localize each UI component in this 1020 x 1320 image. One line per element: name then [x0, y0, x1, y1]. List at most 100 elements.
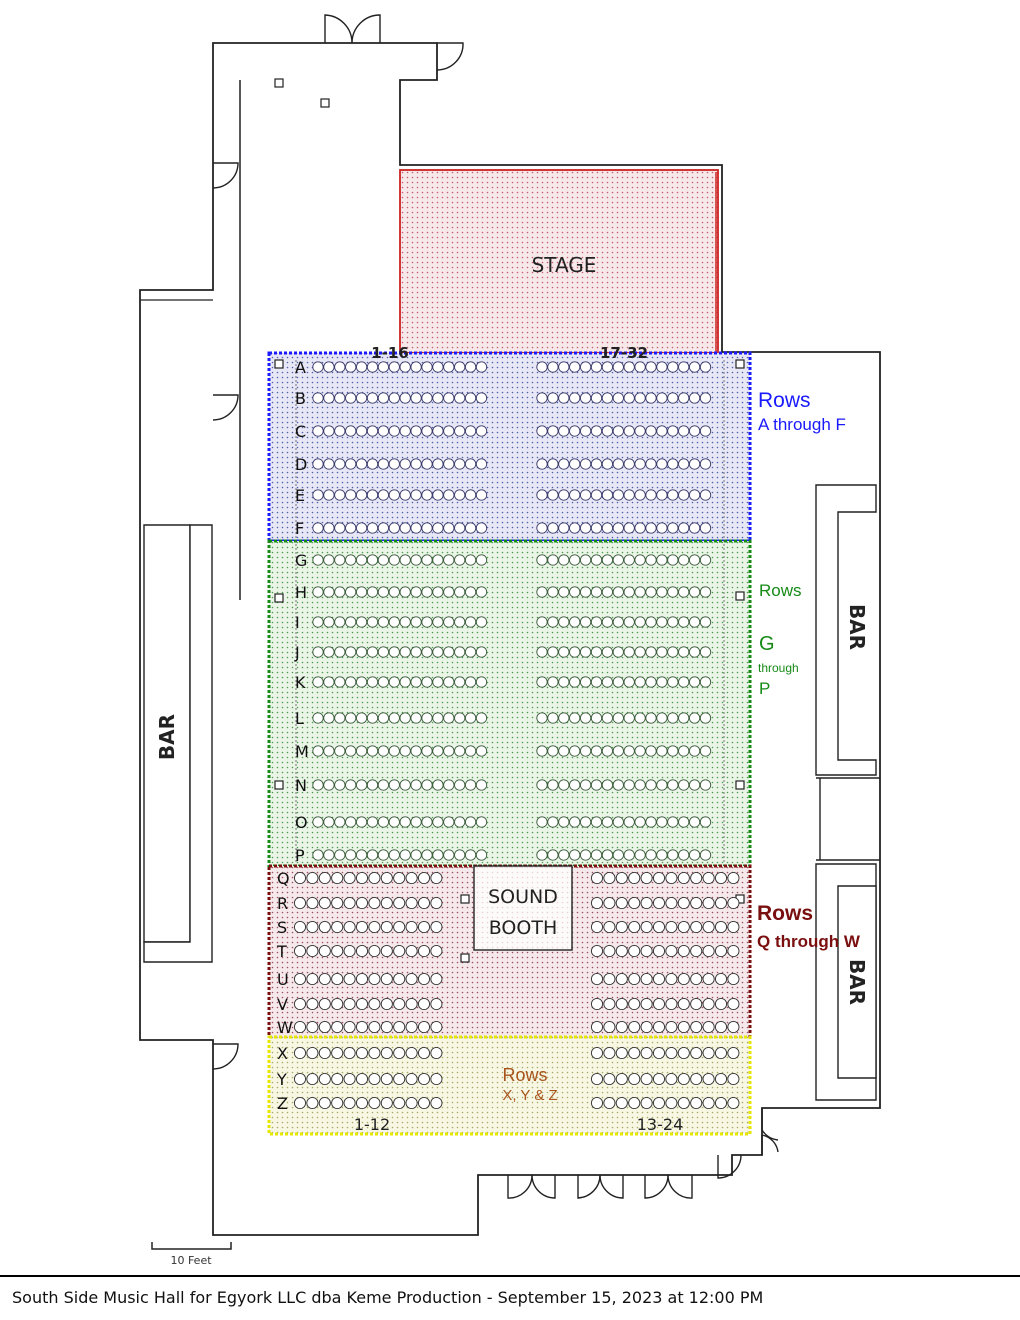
- seat[interactable]: [640, 1072, 653, 1086]
- seat[interactable]: [727, 1072, 740, 1086]
- seat[interactable]: [417, 1072, 431, 1086]
- seat[interactable]: [667, 586, 679, 598]
- seat[interactable]: [590, 676, 603, 688]
- seat[interactable]: [430, 1096, 443, 1110]
- seat[interactable]: [688, 458, 701, 470]
- seat[interactable]: [475, 586, 488, 598]
- seat[interactable]: [368, 944, 381, 958]
- seat[interactable]: [612, 816, 624, 828]
- seat[interactable]: [421, 816, 433, 828]
- seat[interactable]: [645, 745, 657, 757]
- seat[interactable]: [393, 997, 406, 1011]
- seat[interactable]: [410, 712, 422, 724]
- seat[interactable]: [410, 849, 422, 861]
- seat[interactable]: [634, 745, 646, 757]
- seat[interactable]: [432, 779, 444, 791]
- seat[interactable]: [355, 745, 368, 757]
- seat[interactable]: [318, 944, 331, 958]
- seat[interactable]: [323, 616, 335, 628]
- seat[interactable]: [569, 616, 581, 628]
- seat[interactable]: [417, 896, 431, 910]
- seat[interactable]: [634, 712, 646, 724]
- seat[interactable]: [678, 676, 690, 688]
- seat[interactable]: [688, 676, 701, 688]
- seat[interactable]: [688, 554, 701, 566]
- seat[interactable]: [323, 458, 335, 470]
- seat[interactable]: [645, 676, 657, 688]
- seat[interactable]: [410, 586, 422, 598]
- seat[interactable]: [399, 849, 411, 861]
- seat[interactable]: [432, 646, 444, 658]
- seat[interactable]: [366, 779, 379, 791]
- seat[interactable]: [690, 1046, 703, 1060]
- seat[interactable]: [690, 944, 703, 958]
- seat[interactable]: [464, 392, 477, 404]
- seat[interactable]: [699, 712, 712, 724]
- seat[interactable]: [331, 1020, 344, 1034]
- seat[interactable]: [590, 489, 603, 501]
- seat[interactable]: [355, 1096, 369, 1110]
- seat[interactable]: [699, 425, 712, 437]
- seat[interactable]: [355, 522, 368, 534]
- seat[interactable]: [405, 920, 418, 934]
- seat[interactable]: [405, 944, 418, 958]
- seat[interactable]: [306, 1096, 319, 1110]
- seat[interactable]: [410, 646, 422, 658]
- seat[interactable]: [634, 522, 646, 534]
- seat[interactable]: [547, 712, 559, 724]
- seat[interactable]: [454, 489, 466, 501]
- seat[interactable]: [634, 616, 646, 628]
- seat[interactable]: [690, 1072, 703, 1086]
- seat[interactable]: [628, 1046, 641, 1060]
- seat[interactable]: [558, 425, 570, 437]
- seat[interactable]: [558, 361, 570, 373]
- seat[interactable]: [388, 816, 400, 828]
- seat[interactable]: [432, 489, 444, 501]
- seat[interactable]: [475, 489, 488, 501]
- seat[interactable]: [536, 392, 548, 404]
- seat[interactable]: [590, 616, 603, 628]
- seat[interactable]: [640, 1046, 653, 1060]
- seat[interactable]: [623, 712, 635, 724]
- seat[interactable]: [355, 489, 368, 501]
- seat[interactable]: [366, 392, 379, 404]
- seat[interactable]: [590, 779, 603, 791]
- seat[interactable]: [475, 554, 488, 566]
- seat[interactable]: [628, 896, 641, 910]
- seat[interactable]: [421, 458, 433, 470]
- seat[interactable]: [590, 361, 603, 373]
- seat[interactable]: [665, 997, 678, 1011]
- seat[interactable]: [430, 1046, 443, 1060]
- seat[interactable]: [612, 745, 624, 757]
- seat[interactable]: [601, 712, 614, 724]
- seat[interactable]: [536, 522, 548, 534]
- seat[interactable]: [318, 871, 331, 885]
- seat[interactable]: [727, 1020, 740, 1034]
- seat[interactable]: [343, 896, 356, 910]
- seat[interactable]: [432, 676, 444, 688]
- seat[interactable]: [690, 920, 703, 934]
- seat[interactable]: [443, 676, 455, 688]
- seat[interactable]: [366, 586, 379, 598]
- seat[interactable]: [702, 972, 715, 986]
- seat[interactable]: [667, 489, 679, 501]
- seat[interactable]: [547, 816, 559, 828]
- seat[interactable]: [366, 745, 379, 757]
- seat[interactable]: [464, 425, 477, 437]
- seat[interactable]: [454, 522, 466, 534]
- seat[interactable]: [601, 458, 614, 470]
- seat[interactable]: [410, 676, 422, 688]
- seat[interactable]: [432, 554, 444, 566]
- seat[interactable]: [454, 425, 466, 437]
- seat[interactable]: [677, 1020, 690, 1034]
- seat[interactable]: [558, 849, 570, 861]
- seat[interactable]: [601, 745, 614, 757]
- seat[interactable]: [318, 1020, 331, 1034]
- seat[interactable]: [615, 1072, 628, 1086]
- seat[interactable]: [652, 1072, 666, 1086]
- seat[interactable]: [405, 997, 418, 1011]
- seat[interactable]: [615, 896, 628, 910]
- seat[interactable]: [312, 522, 324, 534]
- seat[interactable]: [355, 944, 369, 958]
- seat[interactable]: [569, 816, 581, 828]
